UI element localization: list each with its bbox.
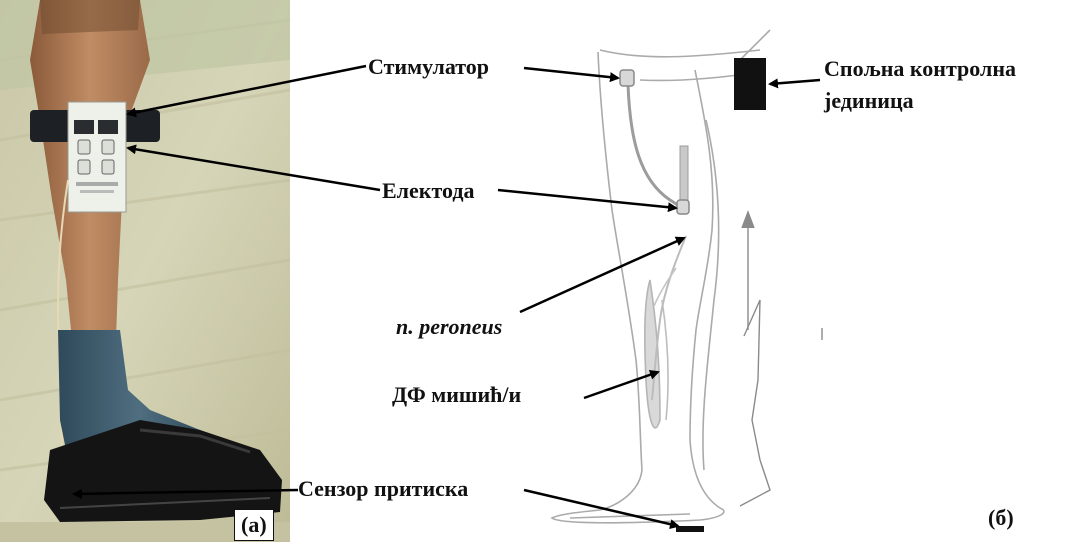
label-pressure-sensor: Сензор притиска [298, 478, 468, 500]
photo-panel-a [0, 0, 290, 542]
label-control-unit-line1: Спољна контролна [824, 58, 1016, 80]
signal-sketch [740, 212, 822, 506]
label-df-muscles: ДФ мишић/и [392, 384, 521, 406]
stimulator-device [68, 102, 126, 212]
stimulator-cable [620, 70, 689, 214]
label-stimulator: Стимулатор [368, 56, 489, 78]
electrode-icon [677, 200, 689, 214]
panel-label-b: (б) [988, 505, 1014, 531]
pressure-sensor-mark [676, 526, 704, 532]
control-unit-box [734, 58, 766, 110]
stimulator-icon [620, 70, 634, 86]
label-nerve: n. peroneus [396, 316, 502, 338]
panel-label-a: (a) [234, 509, 274, 541]
label-control-unit-line2: јединица [824, 90, 914, 112]
label-electrode: Електода [382, 180, 474, 202]
